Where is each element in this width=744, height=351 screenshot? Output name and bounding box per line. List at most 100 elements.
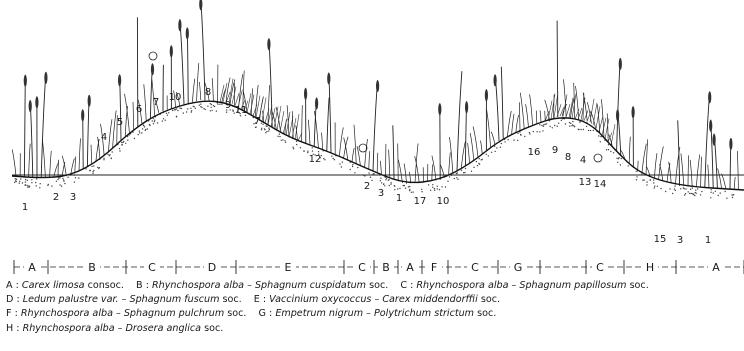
plant-stem — [520, 93, 524, 129]
moss-dot — [561, 120, 562, 121]
seed-head — [376, 80, 379, 92]
shrub-hatch — [608, 132, 612, 142]
moss-dot — [718, 195, 719, 196]
moss-dot — [341, 166, 342, 167]
legend-item-h: H : Rhynchospora alba – Drosera anglica … — [6, 323, 223, 334]
moss-dot — [141, 132, 142, 133]
moss-dot — [352, 164, 353, 165]
moss-dot — [732, 197, 733, 198]
plant-stem — [461, 142, 465, 169]
section-number: 13 — [579, 177, 592, 188]
moss-dot — [35, 182, 36, 183]
moss-dot — [269, 129, 270, 130]
plant-stem — [688, 155, 689, 186]
moss-dot — [39, 187, 40, 188]
moss-dot — [413, 191, 414, 192]
zone-label: B — [382, 261, 390, 274]
seed-head — [616, 109, 619, 121]
plant-stem — [133, 102, 134, 130]
moss-dot — [214, 106, 215, 107]
moss-dot — [211, 104, 212, 105]
moss-dot — [143, 125, 144, 126]
section-number: 11 — [235, 105, 248, 116]
moss-dot — [621, 158, 622, 159]
plant-stem — [690, 160, 692, 187]
moss-dot — [711, 189, 712, 190]
moss-dot — [78, 177, 79, 178]
plant-stem — [287, 105, 289, 137]
moss-dot — [616, 158, 617, 159]
moss-dot — [194, 106, 195, 107]
moss-dot — [157, 122, 158, 123]
flower-icon — [359, 144, 367, 152]
seed-head — [315, 98, 318, 110]
moss-dot — [590, 130, 591, 131]
plant-stem — [491, 132, 495, 145]
moss-dot — [174, 109, 175, 110]
moss-dot — [296, 144, 297, 145]
moss-dot — [390, 184, 391, 185]
moss-dot — [20, 178, 21, 179]
plant-stem — [708, 165, 709, 188]
plant-stem — [540, 110, 541, 122]
moss-dot — [92, 171, 93, 172]
legend-item-b: B : Rhynchospora alba – Sphagnum cuspida… — [136, 280, 388, 291]
plant-stem — [108, 119, 112, 152]
moss-dot — [437, 186, 438, 187]
moss-dot — [57, 179, 58, 180]
plant-stem — [192, 79, 194, 103]
moss-dot — [333, 158, 334, 159]
moss-dot — [67, 177, 68, 178]
plant-stem — [269, 38, 272, 127]
moss-dot — [620, 164, 621, 165]
moss-dot — [447, 181, 448, 182]
plant-stem — [352, 148, 354, 162]
seed-head — [118, 74, 121, 86]
plant-stem — [373, 80, 378, 171]
moss-dot — [685, 188, 686, 189]
plant-stem — [339, 127, 343, 156]
moss-dot — [91, 166, 92, 167]
moss-dot — [617, 162, 618, 163]
section-number: 4 — [101, 132, 107, 143]
moss-dot — [674, 188, 675, 189]
moss-dot — [593, 130, 594, 131]
moss-dot — [93, 165, 94, 166]
moss-dot — [388, 179, 389, 180]
seed-head — [619, 58, 622, 70]
moss-dot — [539, 131, 540, 132]
moss-dot — [437, 188, 438, 189]
moss-dot — [212, 110, 213, 111]
zone-label: H — [646, 261, 654, 274]
plant-stem — [398, 144, 399, 182]
moss-dot — [177, 110, 178, 111]
moss-dot — [457, 179, 458, 180]
seed-head — [199, 0, 202, 10]
moss-dot — [380, 180, 381, 181]
moss-dot — [685, 193, 686, 194]
moss-dot — [618, 157, 619, 158]
seed-head — [729, 138, 732, 150]
moss-dot — [473, 167, 474, 168]
moss-dot — [733, 194, 734, 195]
moss-dot — [496, 147, 497, 148]
plant-stem — [654, 153, 657, 178]
moss-dot — [471, 171, 472, 172]
moss-dot — [643, 179, 644, 180]
zone-axis: ABCDECBAFCGCHA — [14, 259, 744, 275]
plant-stem — [308, 120, 310, 145]
seed-head — [24, 75, 27, 87]
moss-dot — [500, 147, 501, 148]
vegetation-drawing — [12, 0, 738, 199]
shrub-hatch — [593, 103, 597, 126]
moss-dot — [179, 107, 180, 108]
moss-dot — [265, 132, 266, 133]
plant-stem — [545, 111, 546, 121]
section-number: 16 — [528, 147, 541, 158]
moss-dot — [339, 163, 340, 164]
moss-dot — [488, 155, 489, 156]
plant-stem — [79, 138, 81, 171]
moss-dot — [606, 149, 607, 150]
moss-dot — [543, 124, 544, 125]
moss-dot — [588, 130, 589, 131]
